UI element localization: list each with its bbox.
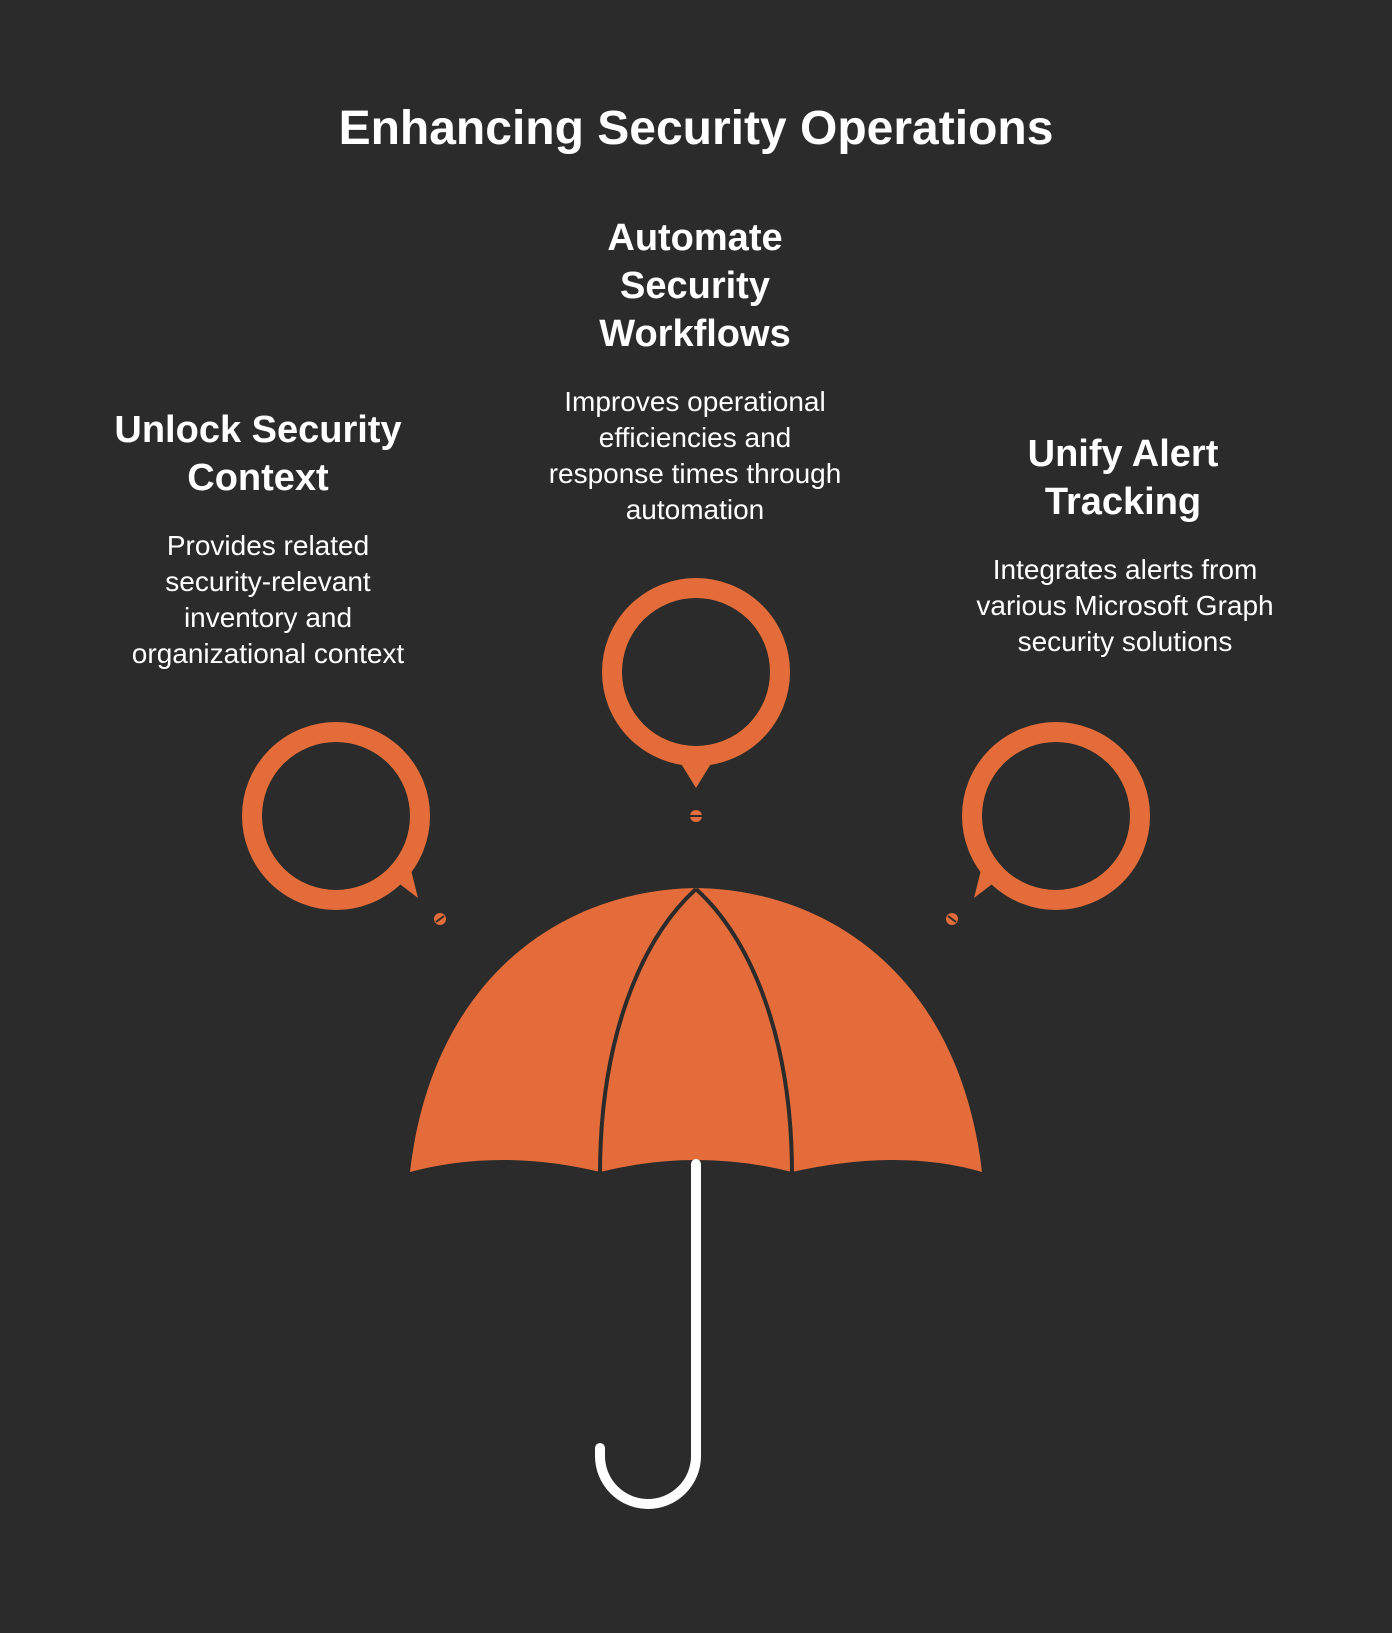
item-description-line: various Microsoft Graph [976,590,1274,621]
item-heading-line: Unlock Security [114,409,402,451]
item-description: Provides related security-relevant inven… [98,528,438,672]
item-unify-alert-tracking: Unify Alert Tracking Integrates alerts f… [958,430,1288,660]
item-description-line: Improves operational [564,386,826,417]
item-description-line: efficiencies and [598,422,792,453]
speech-bubble-icon [602,578,790,822]
item-heading-line: Security [620,265,770,307]
item-heading: Unify Alert Tracking [958,430,1288,526]
speech-bubble-icon [242,722,446,925]
item-description: Integrates alerts from various Microsoft… [962,552,1288,660]
item-description-line: response times through [548,458,842,489]
umbrella-icon [410,887,982,1509]
item-heading-line: Tracking [1044,481,1202,523]
item-heading: Unlock Security Context [88,406,428,502]
item-heading-line: Unify Alert [1027,433,1219,475]
item-heading: Automate Security Workflows [520,214,870,358]
item-description-line: security-relevant [165,566,371,597]
item-heading-line: Workflows [599,313,791,355]
item-description-line: automation [625,494,765,525]
speech-bubble-icon [946,722,1150,925]
item-heading-line: Automate [607,217,783,259]
item-heading-line: Context [187,457,329,499]
page-title: Enhancing Security Operations [338,102,1054,155]
item-description-line: inventory and [183,602,353,633]
item-description-line: security solutions [1017,626,1233,657]
item-description-line: Provides related [166,530,370,561]
item-unlock-security-context: Unlock Security Context Provides related… [88,406,428,672]
item-description: Improves operational efficiencies and re… [520,384,870,528]
item-description-line: organizational context [131,638,405,669]
item-automate-security-workflows: Automate Security Workflows Improves ope… [520,214,870,528]
item-description-line: Integrates alerts from [992,554,1258,585]
